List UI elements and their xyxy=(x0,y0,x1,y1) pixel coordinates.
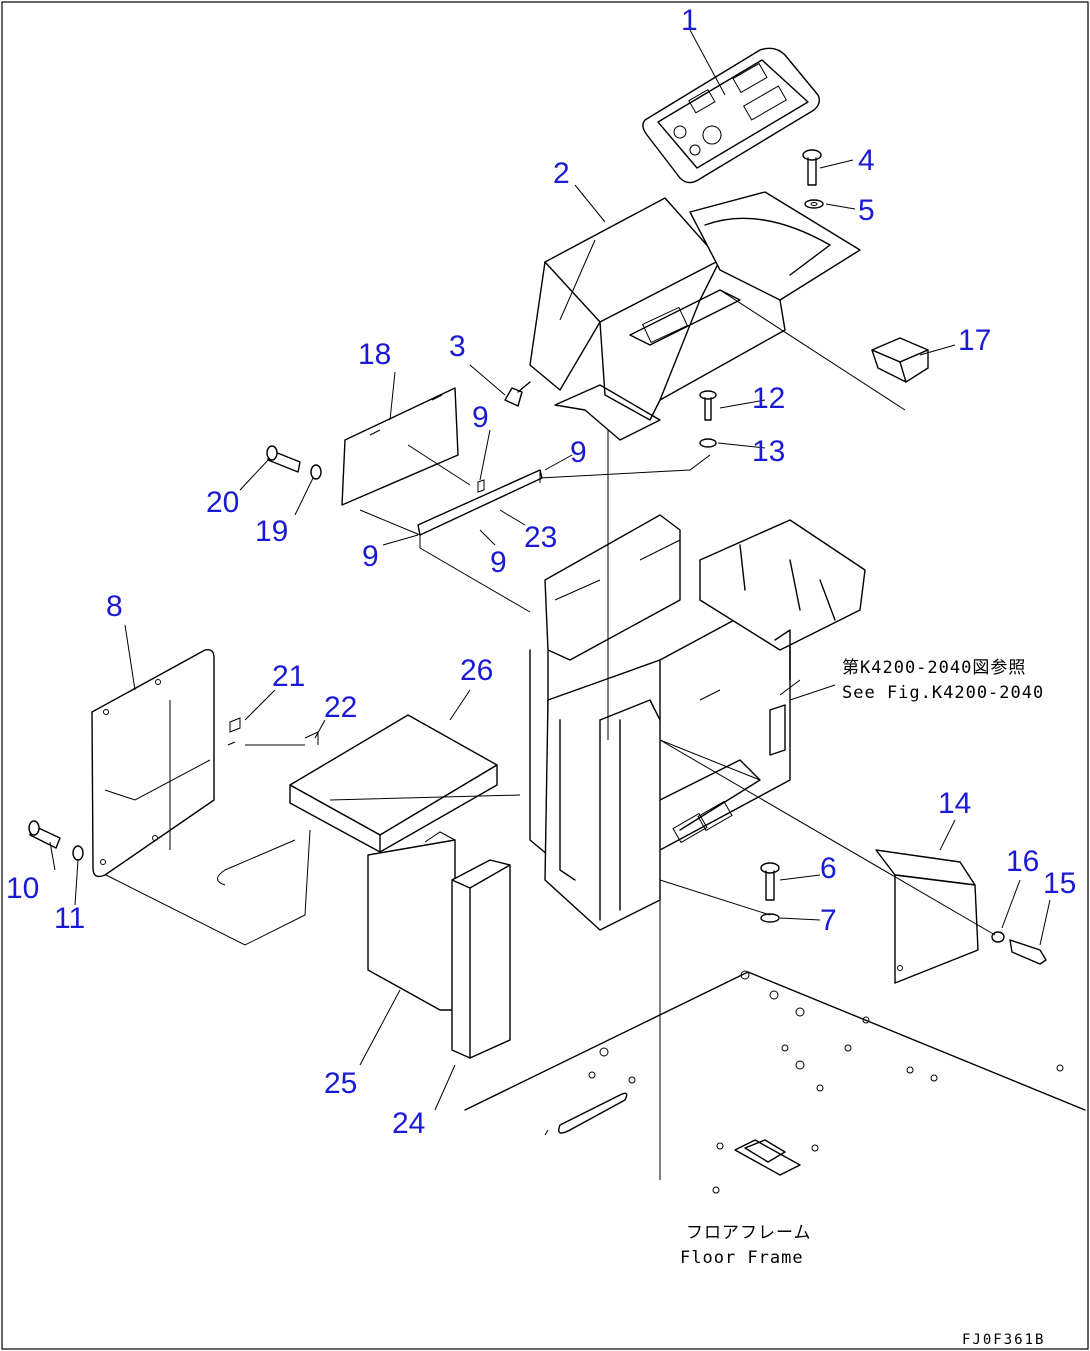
callout-14: 14 xyxy=(938,787,971,820)
part-22-strip xyxy=(304,731,319,745)
callout-16: 16 xyxy=(1006,845,1039,878)
callout-17: 17 xyxy=(958,324,991,357)
center-line xyxy=(607,430,661,1180)
callout-25: 25 xyxy=(324,1067,357,1100)
floor-frame xyxy=(464,970,1086,1194)
part-1-monitor-panel xyxy=(642,47,821,184)
part-26-cushion xyxy=(289,714,498,853)
callout-18: 18 xyxy=(358,338,391,371)
callout-1: 1 xyxy=(681,4,698,37)
callout-21: 21 xyxy=(272,660,305,693)
reference-note-jp: 第K4200-2040図参照 xyxy=(842,658,1026,678)
fastener-washer-16 xyxy=(991,931,1005,943)
callout-9-top: 9 xyxy=(472,401,489,434)
lower-console-body xyxy=(529,514,866,931)
part-14-bracket xyxy=(875,849,979,984)
fastener-washer-11 xyxy=(72,845,84,861)
callout-22: 22 xyxy=(324,691,357,724)
part-25-panel xyxy=(367,831,456,1011)
callout-9-bottom: 9 xyxy=(490,546,507,579)
part-8-side-panel xyxy=(91,648,215,878)
fastener-bolt-3 xyxy=(504,381,531,407)
fastener-washer-19 xyxy=(310,464,322,480)
callout-7: 7 xyxy=(820,904,837,937)
fastener-bolt-20 xyxy=(266,445,301,473)
part-18-cover-plate xyxy=(341,387,471,506)
fastener-bolt-4 xyxy=(802,149,822,186)
reference-note-en: See Fig.K4200-2040 xyxy=(842,683,1044,703)
callout-26: 26 xyxy=(460,654,493,687)
fastener-washer-7 xyxy=(760,913,780,923)
fastener-washer-5 xyxy=(804,199,824,209)
callout-23: 23 xyxy=(524,521,557,554)
callout-10: 10 xyxy=(6,872,39,905)
leader-lines xyxy=(49,29,1051,1111)
drawing-code: FJ0F361B xyxy=(962,1332,1045,1348)
callout-19: 19 xyxy=(255,515,288,548)
part-2-upper-console xyxy=(529,191,906,441)
part-24-pad xyxy=(451,859,511,1059)
callout-12: 12 xyxy=(752,382,785,415)
callout-2: 2 xyxy=(553,157,570,190)
callout-9-left: 9 xyxy=(362,540,379,573)
callout-9-right: 9 xyxy=(570,436,587,469)
callout-20: 20 xyxy=(206,486,239,519)
callout-13: 13 xyxy=(752,435,785,468)
fastener-bolt-15 xyxy=(1009,939,1047,965)
fastener-bolt-10 xyxy=(28,820,61,849)
callout-6: 6 xyxy=(820,852,837,885)
floor-frame-label-en: Floor Frame xyxy=(680,1248,804,1268)
guide-lines xyxy=(105,239,996,946)
callout-8: 8 xyxy=(106,590,123,623)
callout-11: 11 xyxy=(54,902,85,935)
callout-15: 15 xyxy=(1043,867,1076,900)
fastener-washer-13 xyxy=(699,438,717,448)
callout-5: 5 xyxy=(858,194,875,227)
part-17-switch xyxy=(871,337,929,383)
part-21-clip xyxy=(227,717,241,746)
callout-3: 3 xyxy=(449,330,466,363)
callout-24: 24 xyxy=(392,1107,425,1140)
fastener-bolt-12 xyxy=(699,390,717,421)
fastener-bolt-6 xyxy=(760,862,780,901)
floor-frame-label-jp: フロアフレーム xyxy=(686,1223,812,1243)
callout-4: 4 xyxy=(858,144,875,177)
